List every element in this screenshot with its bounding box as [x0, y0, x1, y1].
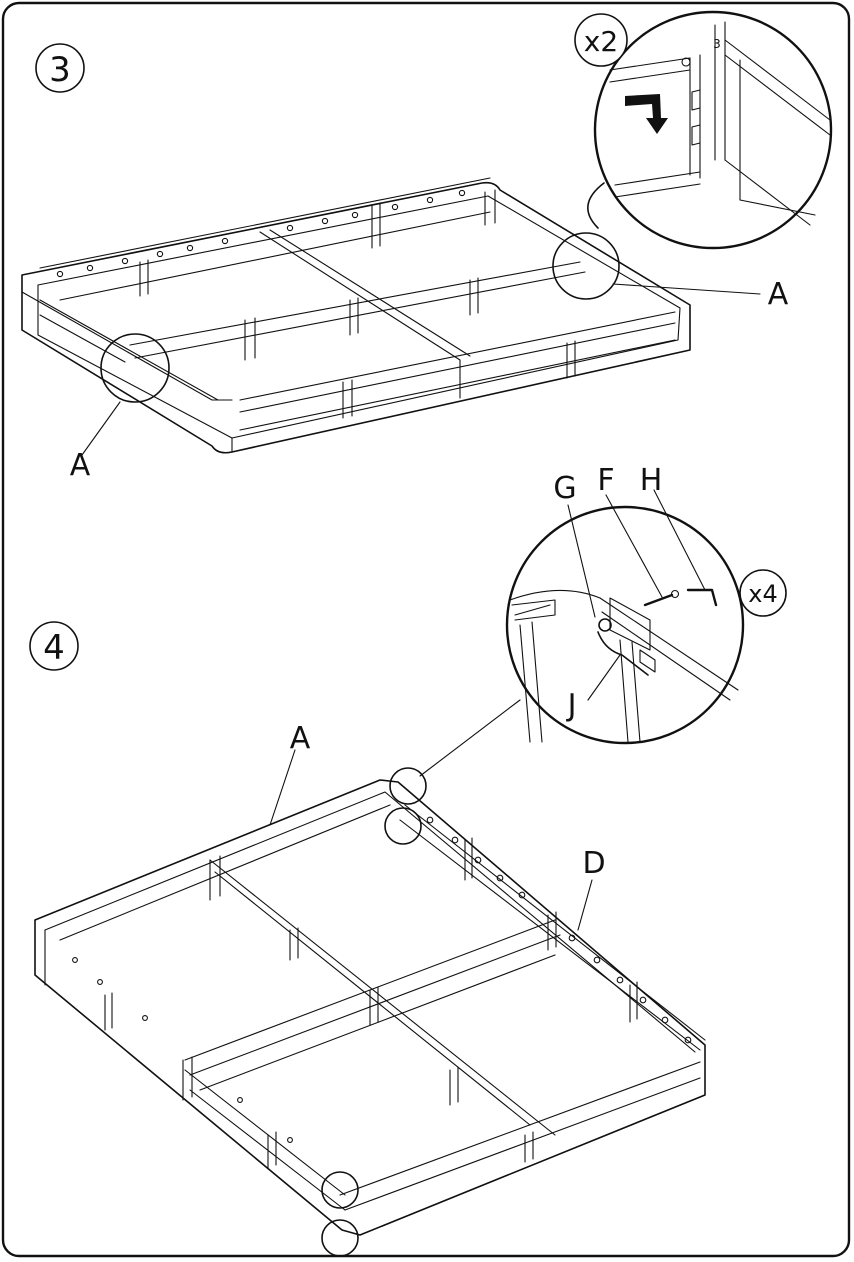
- label-G: G: [553, 471, 576, 506]
- step-4-callout-bottom-a: [321, 1171, 359, 1209]
- label-H: H: [640, 463, 663, 498]
- step-3-number: 3: [49, 50, 71, 90]
- label-A-right: A: [768, 277, 789, 312]
- step-4-detail-zoom: G F H J: [505, 463, 745, 745]
- step-3-detail-zoom: 3: [593, 10, 833, 250]
- step-4-pegs: [72, 816, 692, 1143]
- label-F: F: [597, 463, 614, 498]
- step-3-callout-right: [552, 232, 620, 300]
- step-3-callout-left: [100, 333, 170, 403]
- label-A-left: A: [70, 448, 91, 483]
- step-4-badge: [29, 621, 79, 671]
- step-4-callout-top-b: [384, 807, 422, 845]
- step-4-multiplier: x4: [748, 580, 777, 608]
- label-D: D: [582, 846, 605, 881]
- step-3-multiplier-badge: x2: [574, 13, 628, 67]
- svg-text:3: 3: [713, 37, 721, 51]
- step-4-callout-top-a: [389, 767, 427, 805]
- step-3-pegs: [56, 189, 466, 278]
- step-3-multiplier: x2: [584, 25, 618, 58]
- step-3-badge: [35, 43, 85, 93]
- step-3: 3: [21, 10, 833, 483]
- step-4-multiplier-badge: x4: [739, 569, 787, 617]
- down-arrow-icon: [625, 94, 668, 134]
- step-4-callout-bottom-b: [321, 1219, 359, 1257]
- step-4-frame: [34, 779, 706, 1236]
- step-3-frame: [21, 177, 691, 454]
- label-J: J: [566, 688, 577, 723]
- label-A-step4: A: [290, 721, 311, 756]
- step-4: 4: [29, 463, 787, 1257]
- step-4-number: 4: [43, 628, 65, 668]
